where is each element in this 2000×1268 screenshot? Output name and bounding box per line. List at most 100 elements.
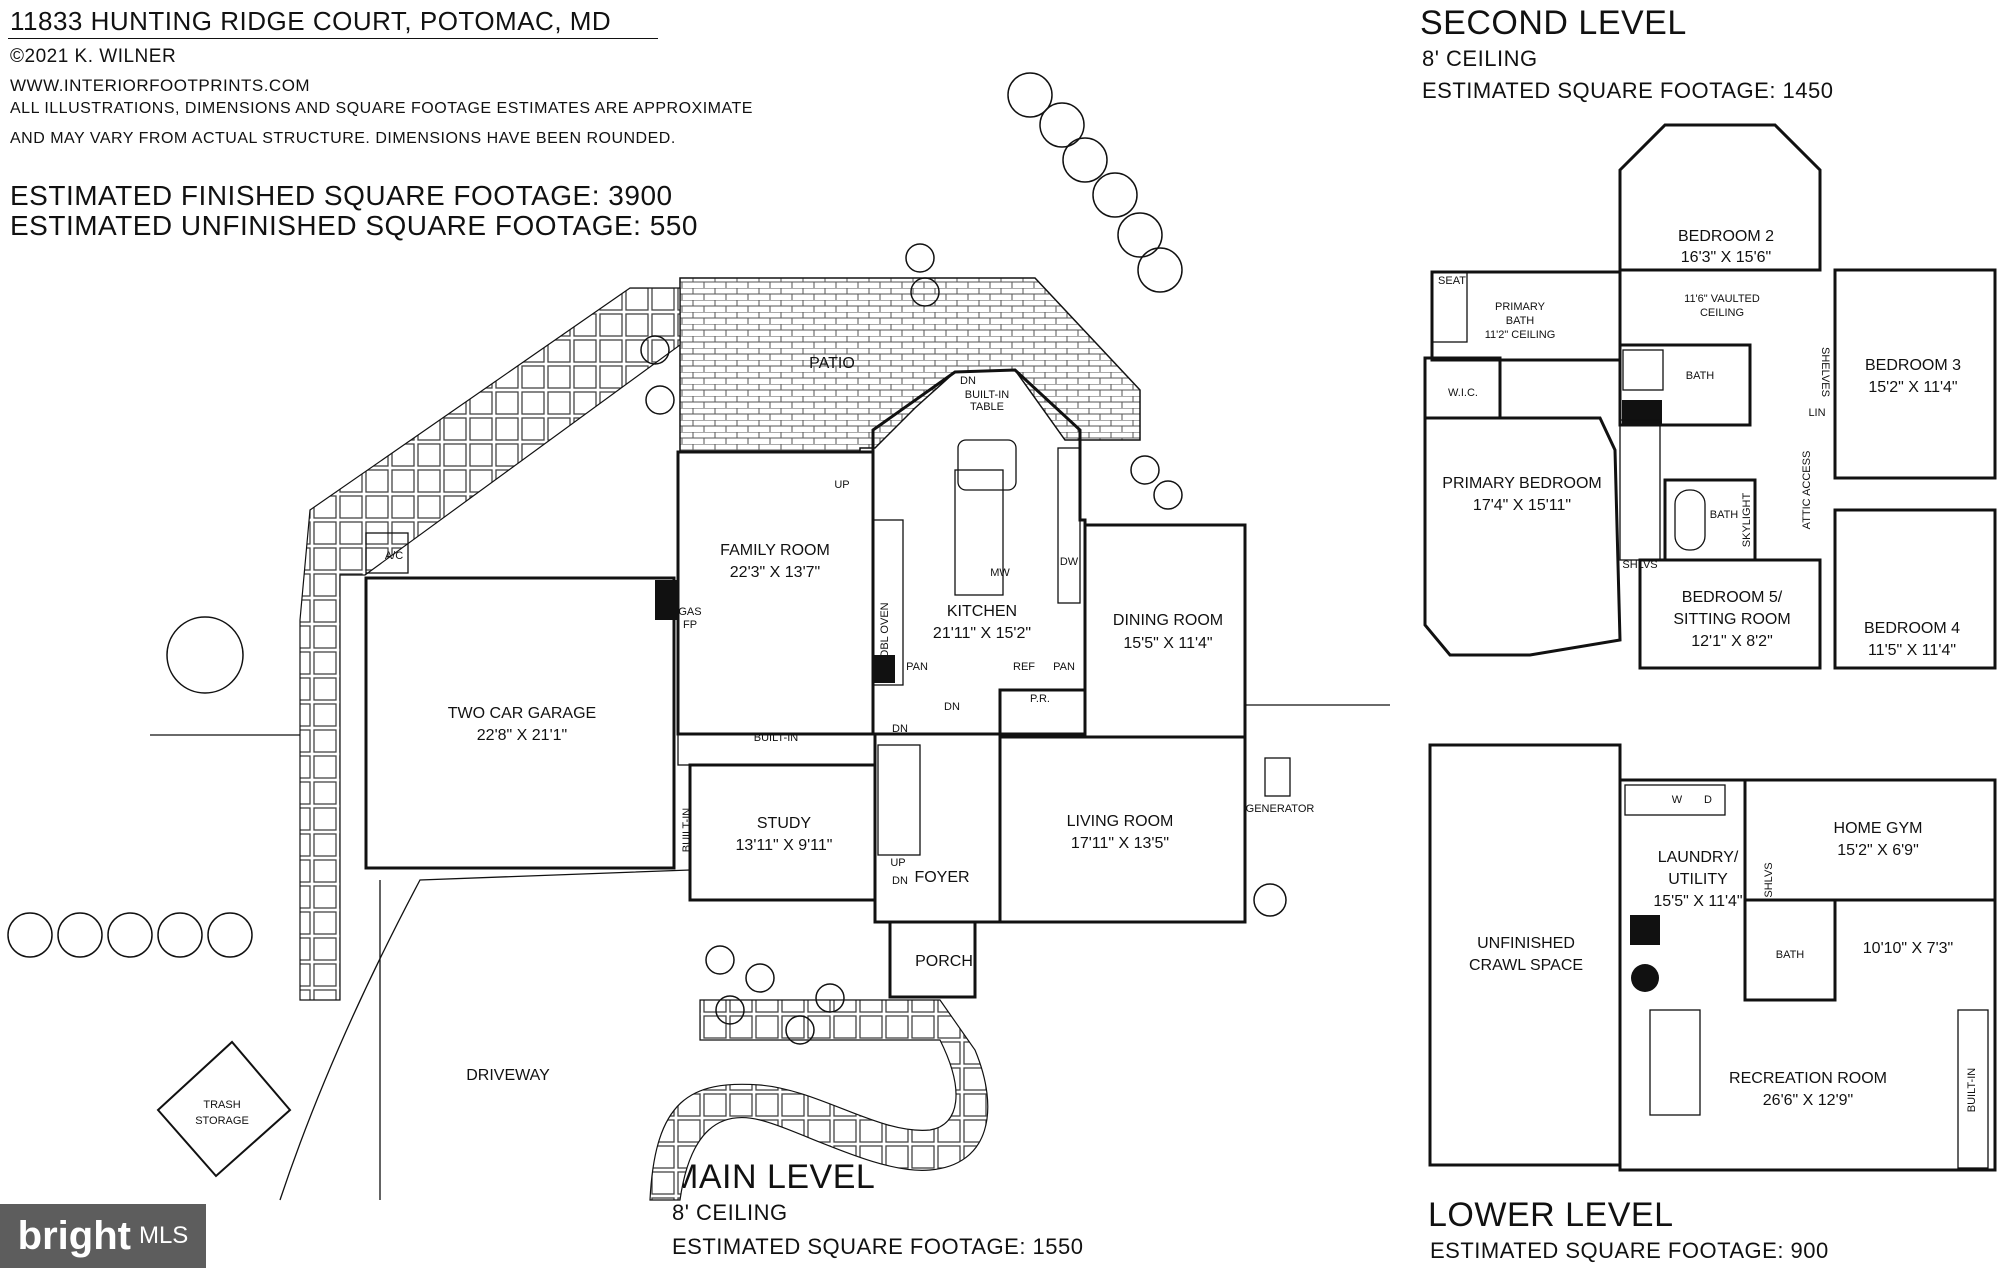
- builtin-table-label-2: TABLE: [970, 401, 1004, 413]
- living-room-dim: 17'11" X 13'5": [1071, 835, 1169, 852]
- mls-brand: bright: [17, 1213, 131, 1258]
- home-gym-dim: 15'2" X 6'9": [1837, 842, 1919, 859]
- primary-bath-label-1: PRIMARY: [1495, 301, 1546, 313]
- trash-label-1: TRASH: [203, 1099, 240, 1111]
- patio-area: [679, 277, 1141, 453]
- attic-access-label: ATTIC ACCESS: [1801, 451, 1813, 530]
- dn-label-kitchen: DN: [944, 701, 960, 713]
- bedroom5-name-1: BEDROOM 5/: [1682, 589, 1783, 606]
- bedroom3-name: BEDROOM 3: [1865, 357, 1961, 374]
- up-label-family: UP: [834, 479, 849, 491]
- foyer-area: [873, 732, 1002, 924]
- trash-label-2: STORAGE: [195, 1115, 249, 1127]
- property-address: 11833 HUNTING RIDGE COURT, POTOMAC, MD: [10, 6, 612, 36]
- study-room: [688, 763, 877, 902]
- primary-bedroom-room: [1423, 416, 1622, 657]
- builtin-vertical-label: BUILT-IN: [681, 808, 693, 852]
- powder-room-label: P.R.: [1030, 693, 1050, 705]
- home-gym-name: HOME GYM: [1834, 820, 1923, 837]
- finished-sqft: ESTIMATED FINISHED SQUARE FOOTAGE: 3900: [10, 180, 673, 211]
- kitchen-name: KITCHEN: [947, 603, 1017, 620]
- lower-level-plan: [1428, 743, 1997, 1172]
- bedroom4-dim: 11'5" X 11'4": [1868, 642, 1956, 659]
- garage-dim: 22'8" X 21'1": [477, 727, 567, 744]
- bedroom5-name-2: SITTING ROOM: [1673, 611, 1790, 628]
- home-gym-room: [1743, 778, 1997, 902]
- primary-bedroom-name: PRIMARY BEDROOM: [1442, 475, 1601, 492]
- shlvs-label-second: SHLVS: [1622, 559, 1657, 571]
- builtin-label-lower: BUILT-IN: [1966, 1068, 1978, 1112]
- recreation-room-name: RECREATION ROOM: [1729, 1070, 1887, 1087]
- main-level-ceiling: 8' CEILING: [672, 1200, 788, 1225]
- gas-fp-label-1: GAS: [678, 606, 701, 618]
- lin-label: LIN: [1808, 407, 1825, 419]
- disclaimer-line-2: AND MAY VARY FROM ACTUAL STRUCTURE. DIME…: [10, 130, 676, 147]
- bedroom5-room: [1638, 558, 1822, 670]
- study-dim: 13'11" X 9'11": [736, 837, 833, 854]
- garage-name: TWO CAR GARAGE: [448, 705, 596, 722]
- builtin-label: BUILT-IN: [754, 732, 798, 744]
- stone-walkway: [299, 287, 681, 1001]
- crawl-space-room: [1428, 743, 1622, 1167]
- living-room-name: LIVING ROOM: [1067, 813, 1174, 830]
- bedroom3-dim: 15'2" X 11'4": [1868, 379, 1957, 396]
- dn-label-stair: DN: [892, 723, 908, 735]
- address-underline: [8, 38, 658, 39]
- ac-label: A/C: [385, 550, 403, 562]
- dn-label-patio: DN: [960, 375, 976, 387]
- crawl-label-2: CRAWL SPACE: [1469, 957, 1583, 974]
- bedroom5-dim: 12'1" X 8'2": [1691, 633, 1773, 650]
- main-level-title: MAIN LEVEL: [670, 1158, 876, 1196]
- shelves-label: SHELVES: [1819, 347, 1831, 397]
- bath2-label: BATH: [1710, 509, 1739, 521]
- washer-label: W: [1672, 794, 1683, 806]
- website: WWW.INTERIORFOOTPRINTS.COM: [10, 76, 311, 95]
- main-level-sqft: ESTIMATED SQUARE FOOTAGE: 1550: [672, 1234, 1084, 1259]
- dining-room-name: DINING ROOM: [1113, 612, 1223, 629]
- dbl-oven-label: DBL OVEN: [879, 602, 891, 657]
- pan-label-2: PAN: [1053, 661, 1075, 673]
- porch-label: PORCH: [915, 953, 973, 970]
- garage-room: [364, 576, 676, 870]
- second-level-title: SECOND LEVEL: [1420, 4, 1687, 42]
- dining-room-dim: 15'5" X 11'4": [1123, 635, 1212, 652]
- second-level-ceiling: 8' CEILING: [1422, 46, 1538, 71]
- bath-room-second: [1618, 343, 1752, 427]
- laundry-label-2: UTILITY: [1668, 871, 1728, 888]
- study-name: STUDY: [757, 815, 812, 832]
- dw-label: DW: [1060, 556, 1079, 568]
- generator-label: GENERATOR: [1246, 803, 1315, 815]
- shlvs-label-lower: SHLVS: [1763, 862, 1775, 897]
- skylight-label: SKYLIGHT: [1741, 493, 1753, 548]
- lower-bath-room: [1743, 898, 1837, 1002]
- second-level-plan: [1423, 123, 1997, 670]
- family-room-name: FAMILY ROOM: [720, 542, 830, 559]
- primary-bath-label-3: 11'2" CEILING: [1485, 329, 1556, 341]
- bedroom3-room: [1833, 268, 1997, 480]
- copyright-credit: ©2021 K. WILNER: [10, 46, 177, 67]
- family-room-dim: 22'3" X 13'7": [730, 564, 820, 581]
- unfinished-sqft: ESTIMATED UNFINISHED SQUARE FOOTAGE: 550: [10, 210, 698, 241]
- lower-level-outline: [1618, 778, 1997, 1172]
- gas-fp-label-2: FP: [683, 619, 697, 631]
- kitchen-dim: 21'11" X 15'2": [933, 625, 1031, 642]
- mw-label: MW: [990, 567, 1010, 579]
- lower-bath-label: BATH: [1776, 949, 1805, 961]
- driveway-label: DRIVEWAY: [466, 1067, 550, 1084]
- lower-level-title: LOWER LEVEL: [1428, 1196, 1674, 1234]
- vault-label-2: CEILING: [1700, 307, 1744, 319]
- vault-label-1: 11'6" VAULTED: [1684, 293, 1760, 305]
- second-level-sqft: ESTIMATED SQUARE FOOTAGE: 1450: [1422, 78, 1834, 103]
- bedroom4-name: BEDROOM 4: [1864, 620, 1960, 637]
- main-level-plan: [7, 72, 1390, 1201]
- dining-room: [1083, 523, 1247, 739]
- recreation-room-dim: 26'6" X 12'9": [1763, 1092, 1853, 1109]
- patio-label: PATIO: [809, 355, 855, 372]
- family-room: [676, 450, 875, 736]
- up-label-foyer: UP: [890, 857, 905, 869]
- laundry-label-1: LAUNDRY/: [1658, 849, 1739, 866]
- disclaimer-line-1: ALL ILLUSTRATIONS, DIMENSIONS AND SQUARE…: [10, 100, 753, 117]
- bedroom4-room: [1833, 508, 1997, 670]
- pan-label-1: PAN: [906, 661, 928, 673]
